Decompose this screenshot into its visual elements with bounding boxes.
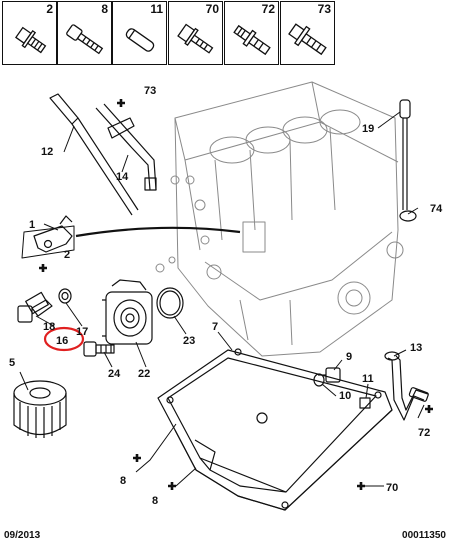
oil-cooler [102, 279, 153, 345]
legend-number: 2 [46, 2, 53, 16]
legend-cell-1: 2 [2, 1, 57, 65]
dowel-pin-icon [125, 28, 155, 52]
oil-dipstick [399, 99, 417, 222]
legend-cell-2: 8 [57, 1, 112, 65]
bolt-markers [39, 99, 433, 490]
callout-17: 17 [76, 326, 88, 338]
callout-72: 72 [418, 427, 430, 439]
callout-8-a: 8 [120, 475, 126, 487]
part-11-box [359, 397, 371, 409]
legend-number: 73 [317, 2, 331, 16]
callout-1: 1 [29, 219, 35, 231]
inset-frame [21, 225, 75, 259]
callout-19: 19 [362, 123, 374, 135]
callout-74: 74 [430, 203, 443, 215]
o-ring [156, 287, 184, 319]
callout-10: 10 [339, 390, 351, 402]
hex-bolt-icon [177, 23, 214, 54]
drain-plug [313, 367, 341, 387]
oil-return-pipe [384, 351, 429, 421]
legend-number: 72 [261, 2, 275, 16]
sensor-bracket [33, 215, 73, 253]
callout-23: 23 [183, 335, 195, 347]
callout-16: 16 [56, 335, 68, 347]
sealing-washer [58, 288, 72, 304]
socket-screw-icon [66, 24, 104, 55]
callout-8-b: 8 [152, 495, 158, 507]
sealing-washer-hole [61, 291, 69, 301]
legend-cell-6: 73 [280, 1, 335, 65]
callout-13: 13 [410, 342, 422, 354]
washer-bolt-icon [288, 23, 327, 56]
legend-cell-4: 70 [168, 1, 223, 65]
dipstick-guide-tube [49, 93, 157, 216]
callout-labels: 73 12 14 1 2 19 74 5 18 17 16 24 22 23 7… [9, 85, 443, 507]
legend-number: 11 [150, 2, 163, 16]
legend-cell-3: 11 [112, 1, 167, 65]
stud-bolt-icon [233, 24, 271, 56]
highlight-ring-16 [43, 326, 85, 352]
footer-date: 09/2013 [4, 530, 41, 541]
footer-reference: 00011350 [402, 530, 446, 541]
callout-11: 11 [362, 373, 374, 385]
callout-73: 73 [144, 85, 156, 97]
inset-pointer [75, 226, 241, 238]
callout-70: 70 [386, 482, 398, 494]
callout-14: 14 [116, 171, 129, 183]
o-ring-inner [159, 290, 181, 316]
legend-cell-5: 72 [224, 1, 279, 65]
callout-22: 22 [138, 368, 150, 380]
callout-18: 18 [43, 321, 55, 333]
oil-filter [13, 380, 67, 438]
callout-24: 24 [108, 368, 121, 380]
callout-5: 5 [9, 357, 15, 369]
callout-2: 2 [64, 249, 70, 261]
callout-9: 9 [346, 351, 352, 363]
flange-bolt-icon [15, 26, 47, 54]
engine-block [155, 81, 404, 357]
oil-pressure-sensor [17, 291, 53, 323]
leader-lines [19, 111, 425, 487]
legend-number: 8 [101, 2, 108, 16]
oil-pan [157, 348, 393, 511]
legend-number: 70 [205, 2, 219, 16]
callout-12: 12 [41, 146, 53, 158]
callout-7: 7 [212, 321, 218, 333]
